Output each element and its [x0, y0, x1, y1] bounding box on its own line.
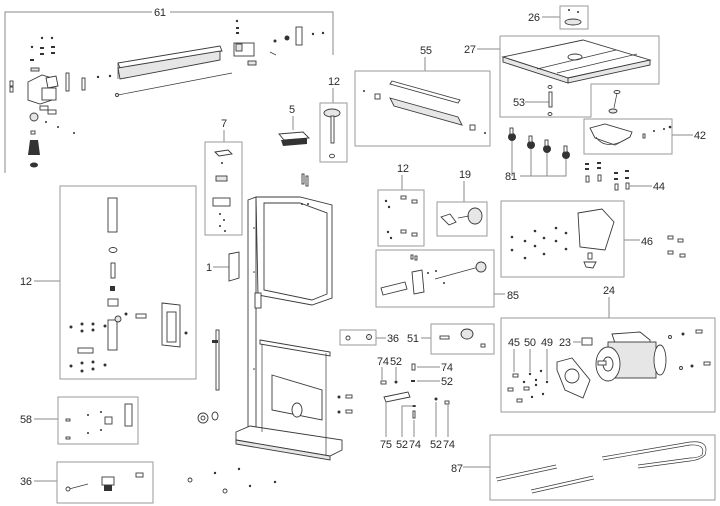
fence-clamp-plate — [295, 26, 303, 46]
base-nuts — [187, 411, 277, 494]
motor-body — [595, 331, 667, 382]
fence-hardware — [9, 19, 325, 168]
switch-51: 51 — [407, 323, 495, 355]
label-61: 61 — [154, 7, 166, 19]
stand-legs-87: 87 — [451, 434, 716, 501]
label-44: 44 — [653, 181, 665, 193]
label-75: 75 — [380, 439, 392, 451]
bandsaw-frame — [235, 173, 343, 461]
fence-assembly-group: 61 — [4, 7, 334, 173]
label-12-mid: 12 — [397, 163, 409, 175]
table-group: 27 53 — [464, 35, 660, 118]
label-42: 42 — [694, 130, 706, 142]
blade-guard-bar — [212, 329, 220, 391]
label-7: 7 — [221, 118, 227, 130]
hardware-assembly-12: 12 — [377, 163, 425, 247]
label-85: 85 — [507, 290, 519, 302]
label-5: 5 — [289, 104, 295, 116]
tension-knob-19: 19 — [436, 169, 488, 237]
dust-port-46: 46 — [500, 200, 686, 278]
door-latch-36: 36 — [20, 461, 154, 504]
fence-rear-lock — [233, 42, 257, 66]
fence-rail — [117, 45, 223, 80]
label-81: 81 — [505, 171, 517, 183]
rail-assembly-55: 55 — [354, 45, 491, 147]
label-46: 46 — [641, 236, 653, 248]
label-1: 1 — [206, 262, 212, 274]
rubber-foot: 5 — [278, 104, 311, 146]
label-87: 87 — [451, 463, 463, 475]
label-58: 58 — [20, 414, 32, 426]
label-52-c: 52 — [396, 439, 408, 451]
pulley-36: 36 — [339, 329, 399, 346]
label-51: 51 — [407, 333, 419, 345]
label-52-d: 52 — [430, 439, 442, 451]
label-49: 49 — [541, 337, 553, 349]
label-55: 55 — [420, 45, 432, 57]
label-74-a: 74 — [377, 356, 389, 368]
knobs-81: 81 — [505, 127, 570, 183]
fence-group-bracket-left — [4, 11, 152, 173]
label-74-d: 74 — [443, 439, 455, 451]
table-insert-group: 26 — [528, 5, 589, 30]
label-50: 50 — [524, 337, 536, 349]
label-12-top: 12 — [328, 76, 340, 88]
label-19: 19 — [459, 169, 471, 181]
label-36-bottom: 36 — [20, 476, 32, 488]
fence-head — [27, 74, 59, 105]
frame-side-screws — [337, 394, 353, 414]
label-74-b: 74 — [441, 362, 453, 374]
tension-shaft-85: 85 — [375, 249, 519, 308]
label-74-c: 74 — [409, 439, 421, 451]
trunnion-bolt — [608, 90, 621, 114]
trunnion-group-42: 42 — [583, 118, 706, 155]
label-26: 26 — [528, 12, 540, 24]
bracket-58: 58 — [20, 396, 139, 445]
label-45: 45 — [508, 337, 520, 349]
knob-assembly-top: 12 — [319, 76, 348, 163]
table-top — [501, 39, 652, 84]
blade-guide-assembly-12: 12 — [20, 185, 197, 380]
label-24: 24 — [603, 285, 615, 297]
label-plate-1: 1 — [206, 251, 240, 282]
shaft-hardware: 74 52 74 52 75 52 74 52 74 — [377, 356, 455, 451]
motor-assembly-24: 24 45 50 49 23 — [500, 285, 716, 413]
label-53: 53 — [513, 97, 525, 109]
label-36-mid: 36 — [387, 333, 399, 345]
label-27: 27 — [464, 44, 476, 56]
bolts-44: 44 — [585, 162, 665, 193]
fence-group-bracket-right — [170, 11, 334, 55]
bracket-assembly-7: 7 — [204, 118, 243, 236]
label-12-left: 12 — [20, 276, 32, 288]
label-52-b: 52 — [441, 376, 453, 388]
label-52-a: 52 — [390, 356, 402, 368]
fence-rod — [117, 72, 233, 96]
label-23: 23 — [559, 337, 571, 349]
